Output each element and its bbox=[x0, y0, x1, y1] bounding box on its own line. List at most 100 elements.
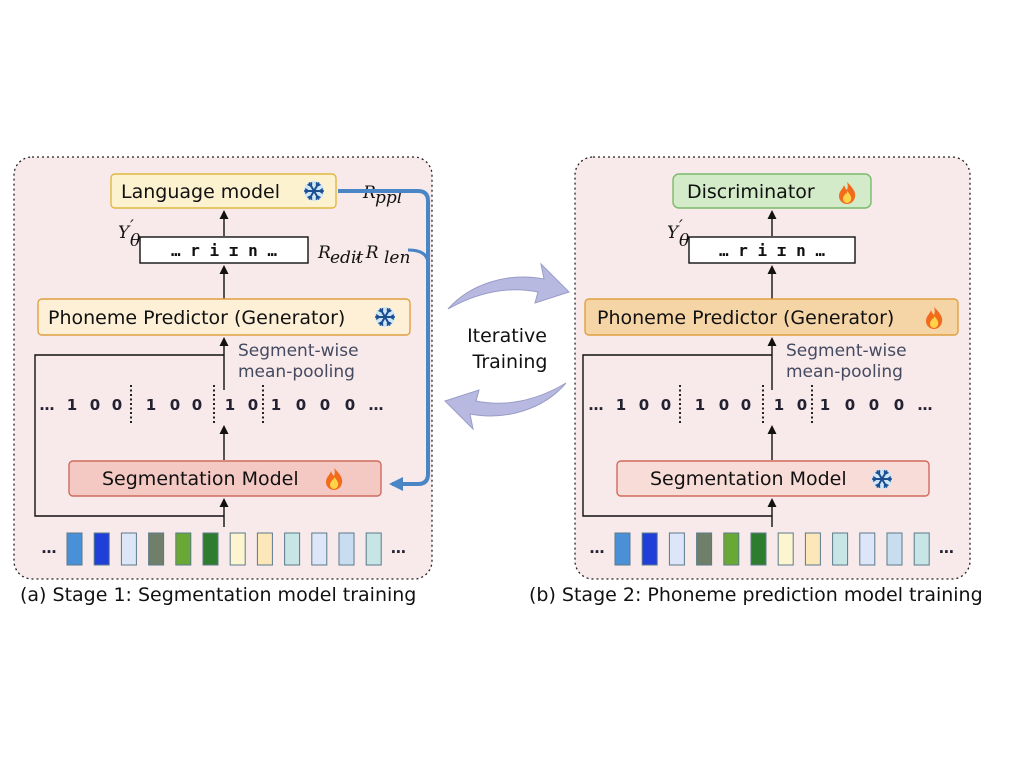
feature-frame bbox=[696, 532, 713, 566]
feature-frame bbox=[641, 532, 658, 566]
boundary-bit: … bbox=[918, 396, 933, 414]
stage1-pooling-line1: Segment-wise bbox=[238, 341, 359, 361]
stage2-discriminator-box bbox=[672, 173, 872, 209]
feature-frame bbox=[365, 532, 382, 566]
stage2-caption: (b) Stage 2: Phoneme prediction model tr… bbox=[529, 584, 983, 606]
boundary-bit: 0 bbox=[845, 396, 855, 414]
fire-icon bbox=[839, 182, 856, 204]
stage1-sequence-text: … r i ɪ n … bbox=[171, 241, 277, 260]
stage1-language-model-box bbox=[110, 173, 337, 209]
svg-text:Y: Y bbox=[667, 223, 680, 243]
stage2-sequence-box bbox=[688, 236, 856, 264]
feature-frame bbox=[723, 532, 740, 566]
boundary-bit: 1 bbox=[146, 396, 156, 414]
feature-frame bbox=[311, 532, 328, 566]
fire-icon bbox=[926, 307, 943, 329]
stage2-discriminator-label: Discriminator bbox=[687, 181, 815, 203]
stage2-sequence-text: … r i ɪ n … bbox=[719, 241, 825, 260]
feature-frame bbox=[913, 532, 930, 566]
snowflake-icon bbox=[304, 181, 324, 201]
boundary-bit: 0 bbox=[661, 396, 671, 414]
ellipsis: … bbox=[42, 539, 57, 557]
stage1-reward-edit-branch bbox=[407, 248, 430, 265]
feature-frame bbox=[202, 532, 219, 566]
ellipsis: … bbox=[590, 539, 605, 557]
boundary-bit: 0 bbox=[719, 396, 729, 414]
stage2-generator-box bbox=[584, 298, 959, 336]
feature-frame bbox=[859, 532, 876, 566]
boundary-bit: … bbox=[40, 396, 55, 414]
boundary-bit: … bbox=[589, 396, 604, 414]
stage1-generator-label: Phoneme Predictor (Generator) bbox=[48, 307, 345, 329]
boundary-bit: 0 bbox=[170, 396, 180, 414]
svg-text:θ: θ bbox=[679, 231, 689, 251]
stage1-panel: Language model R ppl Y ′ θ … r i ɪ n … R… bbox=[13, 156, 433, 580]
snowflake-icon bbox=[872, 469, 892, 489]
stage1-reward-feedback-line bbox=[338, 189, 430, 491]
boundary-bit: 1 bbox=[67, 396, 77, 414]
svg-text:′: ′ bbox=[679, 217, 683, 237]
stage2-pooling-line2: mean-pooling bbox=[786, 362, 903, 382]
boundary-bit: 0 bbox=[112, 396, 122, 414]
stage1-y-label: Y ′ θ bbox=[118, 217, 140, 251]
svg-text:Y: Y bbox=[118, 223, 131, 243]
feature-frame bbox=[804, 532, 821, 566]
stage2-panel: Discriminator Y ′ θ … r i ɪ n … Phoneme … bbox=[574, 156, 971, 580]
boundary-bit: 0 bbox=[797, 396, 807, 414]
ellipsis: … bbox=[939, 539, 954, 557]
stage2-segmentation-box bbox=[616, 460, 930, 497]
cycle-arrow-bottom bbox=[444, 382, 567, 431]
boundary-bit: 0 bbox=[320, 396, 330, 414]
snowflake-icon bbox=[375, 307, 395, 327]
feature-frame bbox=[93, 532, 110, 566]
boundary-bit: 1 bbox=[820, 396, 830, 414]
stage1-reward-edit-len: R edit , R len bbox=[317, 243, 410, 268]
svg-text:, R: , R bbox=[355, 243, 379, 263]
feature-frame bbox=[832, 532, 849, 566]
iterative-training: Iterative Training bbox=[444, 262, 570, 431]
stage1-sequence-box bbox=[139, 236, 309, 264]
feature-frame bbox=[338, 532, 355, 566]
boundary-bit: 1 bbox=[774, 396, 784, 414]
stage1-caption: (a) Stage 1: Segmentation model training bbox=[20, 584, 416, 606]
stage1-generator-box bbox=[37, 298, 411, 336]
svg-text:edit: edit bbox=[330, 248, 363, 268]
feature-frame bbox=[614, 532, 631, 566]
feature-frame bbox=[256, 532, 273, 566]
stage2-skip-connection bbox=[582, 354, 772, 517]
fire-icon bbox=[326, 468, 343, 490]
stage2-generator-label: Phoneme Predictor (Generator) bbox=[597, 307, 894, 329]
svg-text:θ: θ bbox=[130, 231, 140, 251]
stage1-segmentation-box bbox=[68, 460, 382, 497]
stage2-feature-frames: …… bbox=[590, 532, 954, 566]
feature-frame bbox=[229, 532, 246, 566]
boundary-bit: 0 bbox=[345, 396, 355, 414]
svg-text:len: len bbox=[384, 248, 410, 268]
boundary-bit: 0 bbox=[192, 396, 202, 414]
boundary-bit: 1 bbox=[695, 396, 705, 414]
svg-text:R: R bbox=[317, 243, 331, 263]
feature-frame bbox=[175, 532, 192, 566]
boundary-bit: 1 bbox=[225, 396, 235, 414]
feature-frame bbox=[148, 532, 165, 566]
feature-frame bbox=[120, 532, 137, 566]
boundary-bit: … bbox=[369, 396, 384, 414]
stage1-language-model-label: Language model bbox=[121, 181, 280, 203]
feature-frame bbox=[750, 532, 767, 566]
feature-frame bbox=[886, 532, 903, 566]
stage1-skip-connection bbox=[34, 354, 224, 517]
boundary-bit: 0 bbox=[741, 396, 751, 414]
ellipsis: … bbox=[391, 539, 406, 557]
boundary-bit: 1 bbox=[271, 396, 281, 414]
iterative-line2: Training bbox=[472, 351, 548, 373]
stage1-feature-frames: …… bbox=[42, 532, 406, 566]
stage2-segmentation-label: Segmentation Model bbox=[650, 468, 847, 490]
svg-text:′: ′ bbox=[130, 217, 134, 237]
cycle-arrow-top bbox=[447, 262, 570, 310]
stage1-pooling-line2: mean-pooling bbox=[238, 362, 355, 382]
boundary-bit: 0 bbox=[248, 396, 258, 414]
boundary-bit: 0 bbox=[894, 396, 904, 414]
boundary-bit: 0 bbox=[296, 396, 306, 414]
